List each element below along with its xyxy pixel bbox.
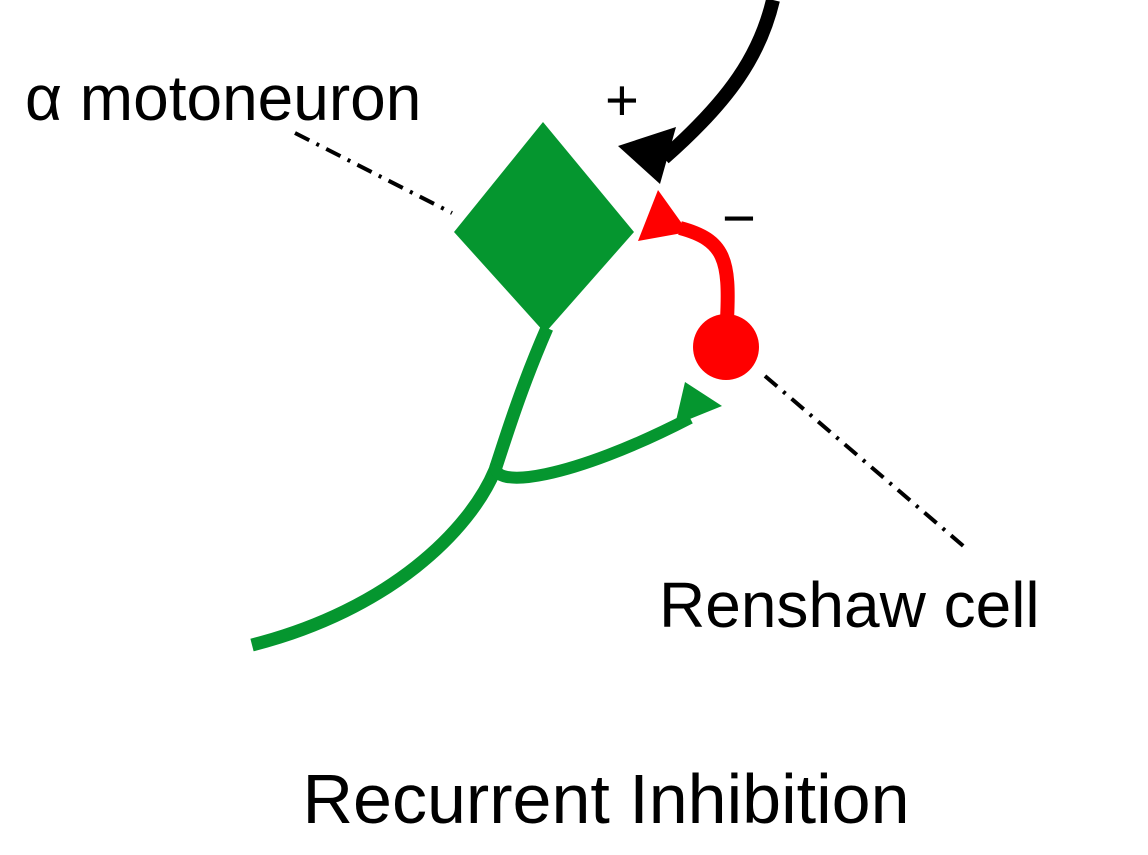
motoneuron-soma-icon — [454, 122, 634, 333]
inhibitory-sign: − — [722, 186, 756, 251]
renshaw-axon — [678, 221, 735, 321]
motoneuron-axon — [250, 325, 553, 652]
renshaw-leader-line — [763, 374, 970, 552]
recurrent-collateral — [489, 412, 693, 484]
excitatory-input-axon — [659, 0, 780, 164]
inhibitory-synapse-arrowhead-icon — [638, 190, 688, 241]
motoneuron-leader-line — [294, 131, 453, 215]
excitatory-sign: + — [605, 68, 639, 133]
motoneuron-label: α motoneuron — [25, 62, 421, 134]
diagram-title: Recurrent Inhibition — [303, 760, 910, 838]
excitatory-synapse-arrowhead-icon — [618, 127, 676, 184]
collateral-synapse-arrowhead-icon — [675, 382, 722, 425]
renshaw-label: Renshaw cell — [659, 569, 1040, 641]
renshaw-soma-icon — [693, 314, 759, 380]
